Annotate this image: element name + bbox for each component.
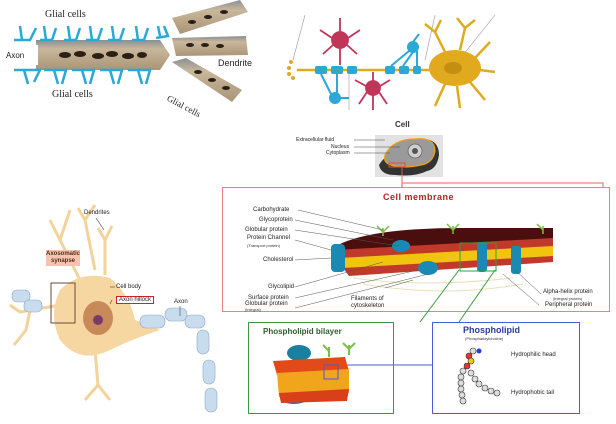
phospholipid-bilayer-panel: Phospholipid bilayer <box>248 322 394 414</box>
glial-axon-panel: Glial cells Axon Dendrite Glial cells Gl… <box>0 0 260 120</box>
neuron-glia-panel <box>285 10 496 115</box>
axon-label-neuron: Axon <box>174 299 188 305</box>
label-filaments-cytoskeleton: Filaments of cytoskeleton <box>351 296 385 309</box>
protein-channel <box>331 244 345 272</box>
glial-cells-top <box>14 25 170 42</box>
cell-label-extracellular: Extracellular fluid <box>296 137 335 143</box>
axon-hillock-label: Axon hillock <box>116 296 155 304</box>
oligodendrocyte-bottom <box>320 73 349 104</box>
neuron-illustration <box>9 204 218 413</box>
label-protein-channel-sub: (Transport protein) <box>247 243 280 248</box>
cell-image <box>375 135 443 177</box>
myelin-segments <box>11 289 218 413</box>
label-alpha-helix-protein: Alpha-helix protein <box>543 289 593 295</box>
cell-label-cytoplasm: Cytoplasm <box>326 150 350 156</box>
label-peripheral-protein: Peripheral protein <box>545 302 593 308</box>
neuron-panel: Dendrites Axosomatic synapse Cell body A… <box>0 200 220 419</box>
phospholipid-subtitle: (Phosphatidylcholine) <box>465 336 504 341</box>
label-surface-protein: Surface protein <box>248 295 289 301</box>
label-carbohydrate: Carbohydrate <box>253 207 290 213</box>
oligodendrocyte-top <box>390 33 420 67</box>
bilayer-illustration <box>273 342 356 404</box>
label-alpha-helix-protein-sub: (integral protein) <box>553 296 583 301</box>
dendrites-label: Dendrites <box>84 210 110 216</box>
phospholipid-title: Phospholipid <box>463 325 520 335</box>
cell-leader-lines <box>354 139 403 187</box>
glial-cells-bottom <box>14 68 152 85</box>
cell-label-nucleus: Nucleus <box>331 144 350 150</box>
cell-body-label: Cell body <box>116 284 142 290</box>
cell-membrane-panel: Cell membrane Carbohydrate Glycoprotein … <box>222 187 610 312</box>
label-glycoprotein: Glycoprotein <box>259 217 293 223</box>
cell-membrane-title: Cell membrane <box>383 192 455 202</box>
phospholipid-molecule <box>457 347 501 405</box>
label-glycolipid: Glycolipid <box>268 284 295 290</box>
label-globular-protein: Globular protein <box>245 227 288 233</box>
label-protein-channel: Protein Channel <box>247 235 291 241</box>
membrane-illustration <box>294 209 553 309</box>
astrocyte-top <box>319 18 361 65</box>
neuron-dendrites <box>424 17 496 109</box>
dendrite-branch-bottom <box>172 58 242 102</box>
cell-panel: Cell Extracellular fluid Nucleus Cytopla… <box>290 112 480 187</box>
glial-cells-bottom-label: Glial cells <box>52 89 93 100</box>
cell-title: Cell <box>395 120 410 129</box>
phospholipid-panel: Phospholipid (Phosphatidylcholine) Hydro… <box>432 322 580 414</box>
astrocyte-bottom <box>354 72 391 110</box>
neuron-glia-illustration <box>287 14 496 110</box>
dendrite-label: Dendrite <box>218 58 253 68</box>
axon-label: Axon <box>6 51 25 60</box>
glial-cells-top-label: Glial cells <box>45 9 86 20</box>
neuron-dendrites <box>9 204 114 401</box>
glial-axon-illustration <box>0 0 248 102</box>
phospholipid-bilayer-title: Phospholipid bilayer <box>263 327 342 336</box>
label-hydrophilic-head: Hydrophilic head <box>511 352 556 358</box>
label-cholesterol: Cholesterol <box>263 257 294 263</box>
axosomatic-synapse-label: Axosomatic synapse <box>46 250 81 266</box>
label-hydrophobic-tail: Hydrophobic tail <box>511 390 555 396</box>
dendrite-branch-mid <box>172 36 248 56</box>
label-globular-protein-integral-sub: (integral) <box>245 307 261 312</box>
label-globular-protein-integral: Globular protein <box>245 301 288 307</box>
